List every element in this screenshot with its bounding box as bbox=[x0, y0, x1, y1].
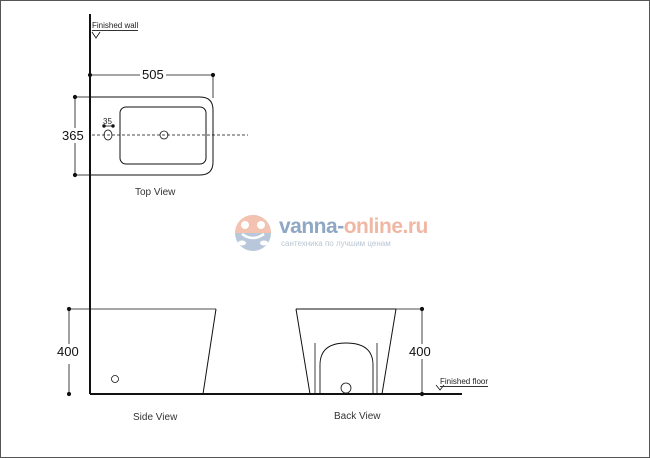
watermark-tagline: сантехника по лучшим ценам bbox=[281, 239, 391, 248]
brand-part-1: vanna- bbox=[279, 215, 344, 238]
watermark-brand: vanna-online.ru bbox=[279, 215, 428, 239]
side-view-label: Side View bbox=[133, 412, 178, 423]
dimension-back-height-400: 400 bbox=[409, 344, 431, 359]
brand-part-2: online.ru bbox=[343, 215, 429, 238]
dimension-side-height-400: 400 bbox=[57, 344, 79, 359]
finished-floor-label: Finished floor bbox=[440, 377, 489, 387]
frog-icon bbox=[235, 215, 271, 251]
dimension-depth-365: 365 bbox=[62, 128, 84, 143]
watermark-logo: vanna-online.ru сантехника по лучшим цен… bbox=[233, 213, 433, 253]
dimension-hole-offset-35: 35 bbox=[103, 117, 112, 126]
back-view-label: Back View bbox=[334, 411, 381, 422]
top-view-label: Top View bbox=[135, 187, 176, 198]
dimension-width-505: 505 bbox=[140, 67, 166, 82]
finished-wall-label: Finished wall bbox=[92, 21, 139, 31]
